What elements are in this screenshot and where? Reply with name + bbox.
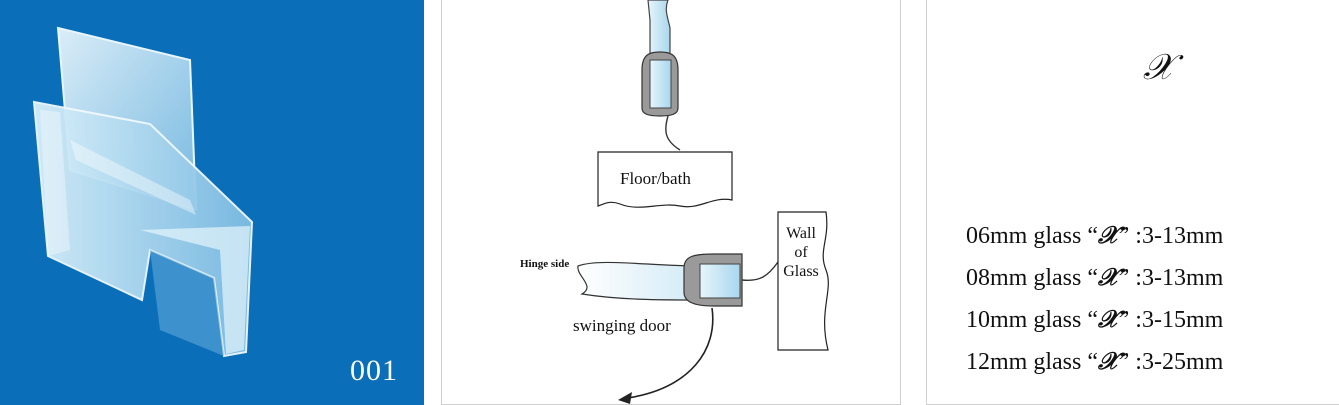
spec-row: 12mm glass “𝒳” :3-25mm	[966, 346, 1224, 375]
wall-box	[777, 211, 829, 351]
seal-render	[32, 26, 254, 358]
wall-of-glass-label: Wall of Glass	[783, 225, 819, 280]
spec-panel	[926, 0, 1339, 405]
product-photo-panel: 001	[0, 0, 424, 405]
floor-box	[597, 151, 733, 208]
product-code: 001	[350, 354, 398, 387]
swinging-door-label: swinging door	[573, 316, 671, 335]
spec-row: 08mm glass “𝒳” :3-13mm	[966, 262, 1224, 291]
hinge-side-label: Hinge side	[520, 258, 570, 270]
spec-row: 10mm glass “𝒳” :3-15mm	[966, 304, 1224, 333]
spec-row: 06mm glass “𝒳” :3-13mm	[966, 220, 1224, 249]
swing-arrow	[627, 307, 714, 399]
dimension-symbol: 𝒳	[1143, 47, 1174, 88]
floor-label: Floor/bath	[620, 169, 691, 188]
